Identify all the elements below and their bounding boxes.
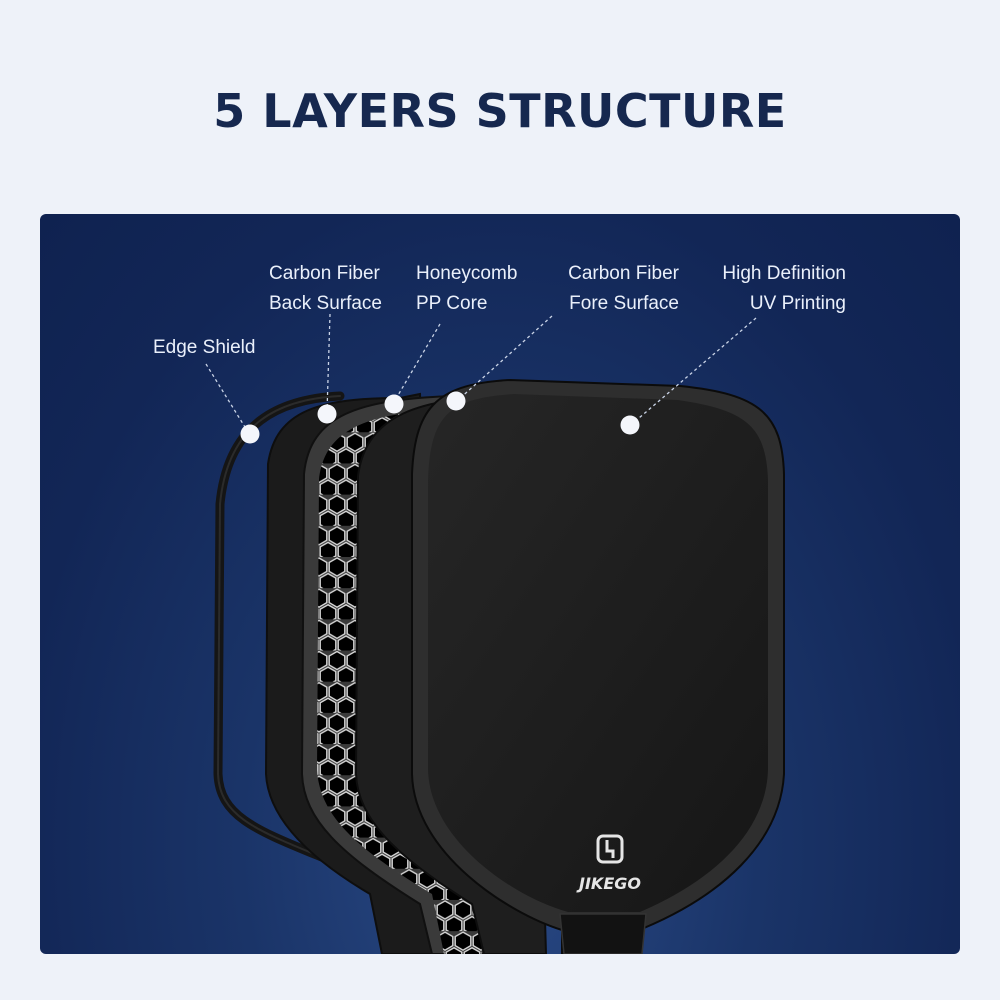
marker-fore-surface [446, 391, 466, 411]
paddle-illustration: JIKEGO [205, 313, 785, 954]
marker-back-surface [317, 404, 337, 424]
label-core: Honeycomb PP Core [416, 263, 518, 314]
leader-line-core [393, 323, 441, 403]
brand-logo-icon [596, 834, 624, 864]
label-uv-printing: High Definition UV Printing [722, 263, 846, 314]
leader-line-back-surface [326, 313, 331, 413]
marker-edge-shield [240, 424, 260, 444]
marker-core [384, 394, 404, 414]
label-back-surface: Carbon Fiber Back Surface [269, 263, 382, 314]
page-title: 5 LAYERS STRUCTURE [213, 84, 787, 138]
brand-name: JIKEGO [576, 874, 641, 893]
label-fore-surface: Carbon Fiber Fore Surface [568, 263, 679, 314]
leader-line-edge-shield [205, 363, 249, 433]
layers-panel: JIKEGO Edge Shield Carbon Fiber Back Sur… [40, 214, 960, 954]
label-edge-shield: Edge Shield [153, 337, 256, 358]
marker-uv-printing [620, 415, 640, 435]
